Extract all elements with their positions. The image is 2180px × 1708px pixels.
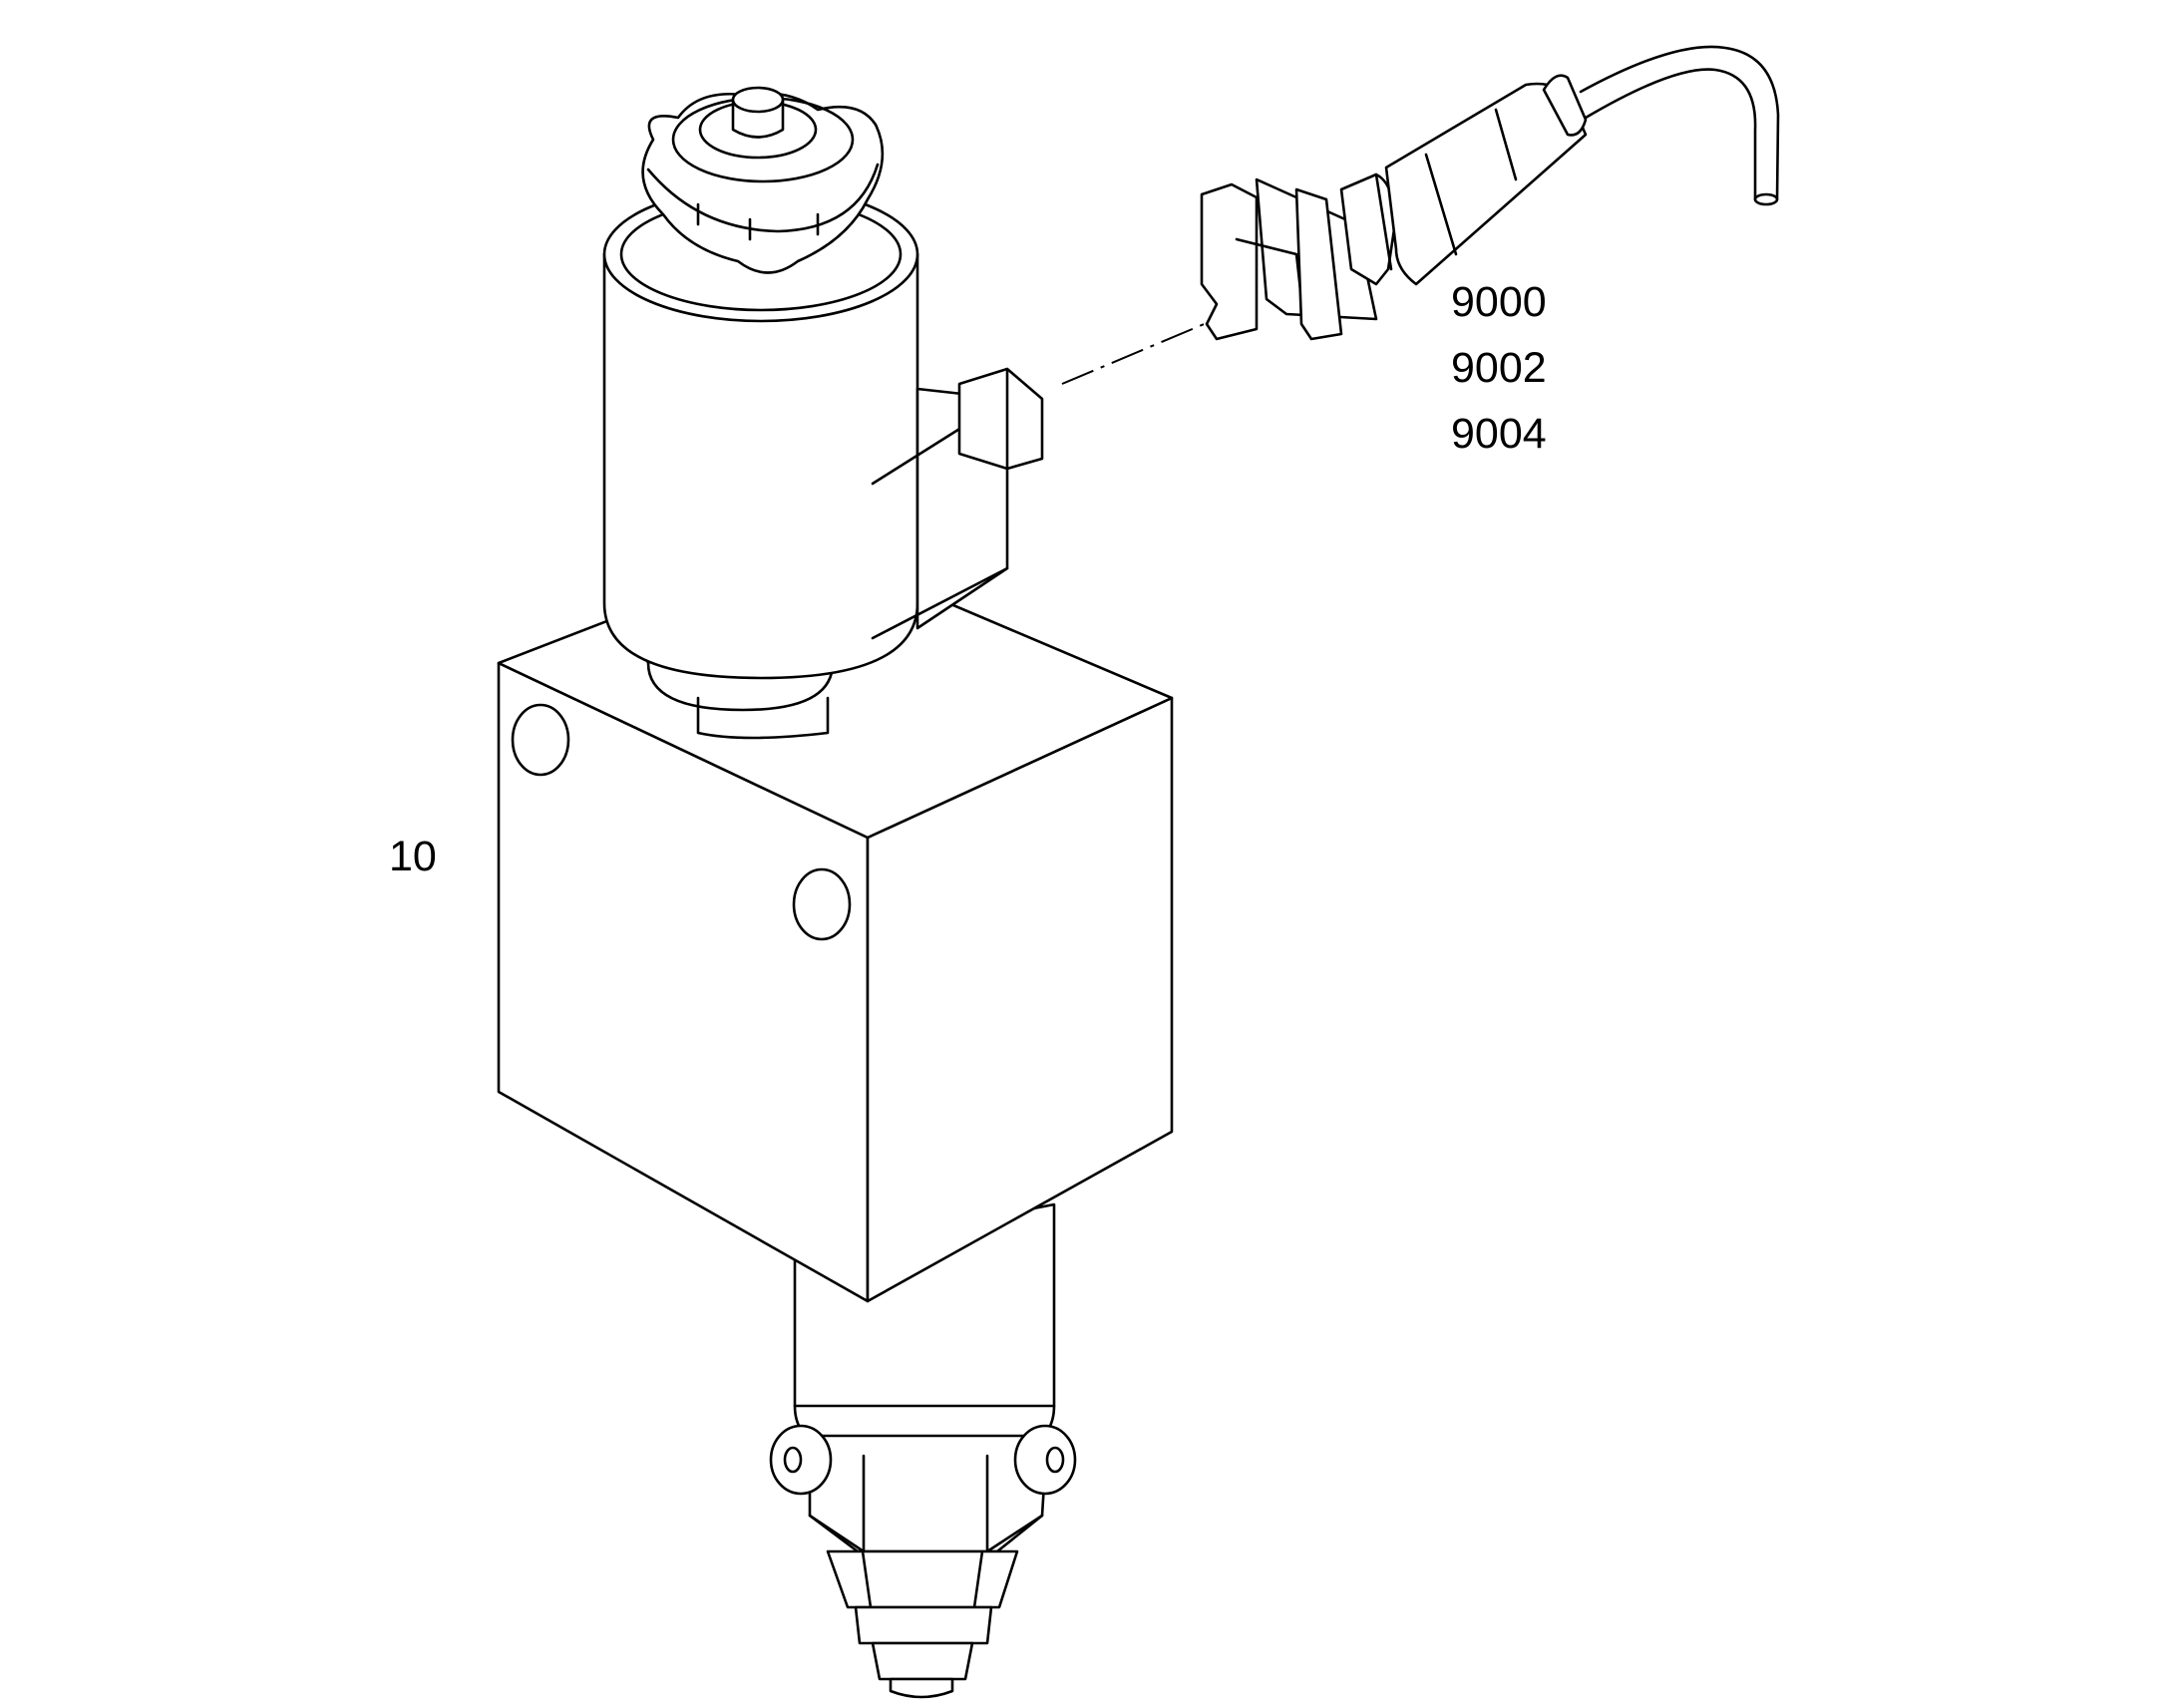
callout-9004: 9004	[1451, 410, 1547, 458]
lower-cartridge	[769, 1202, 1077, 1699]
valve-block	[497, 541, 1174, 1303]
solenoid-coil	[602, 86, 1044, 740]
cable-connector	[1200, 45, 1780, 341]
callout-9000: 9000	[1451, 278, 1547, 326]
callout-9002: 9002	[1451, 344, 1547, 392]
callout-10: 10	[389, 833, 437, 880]
